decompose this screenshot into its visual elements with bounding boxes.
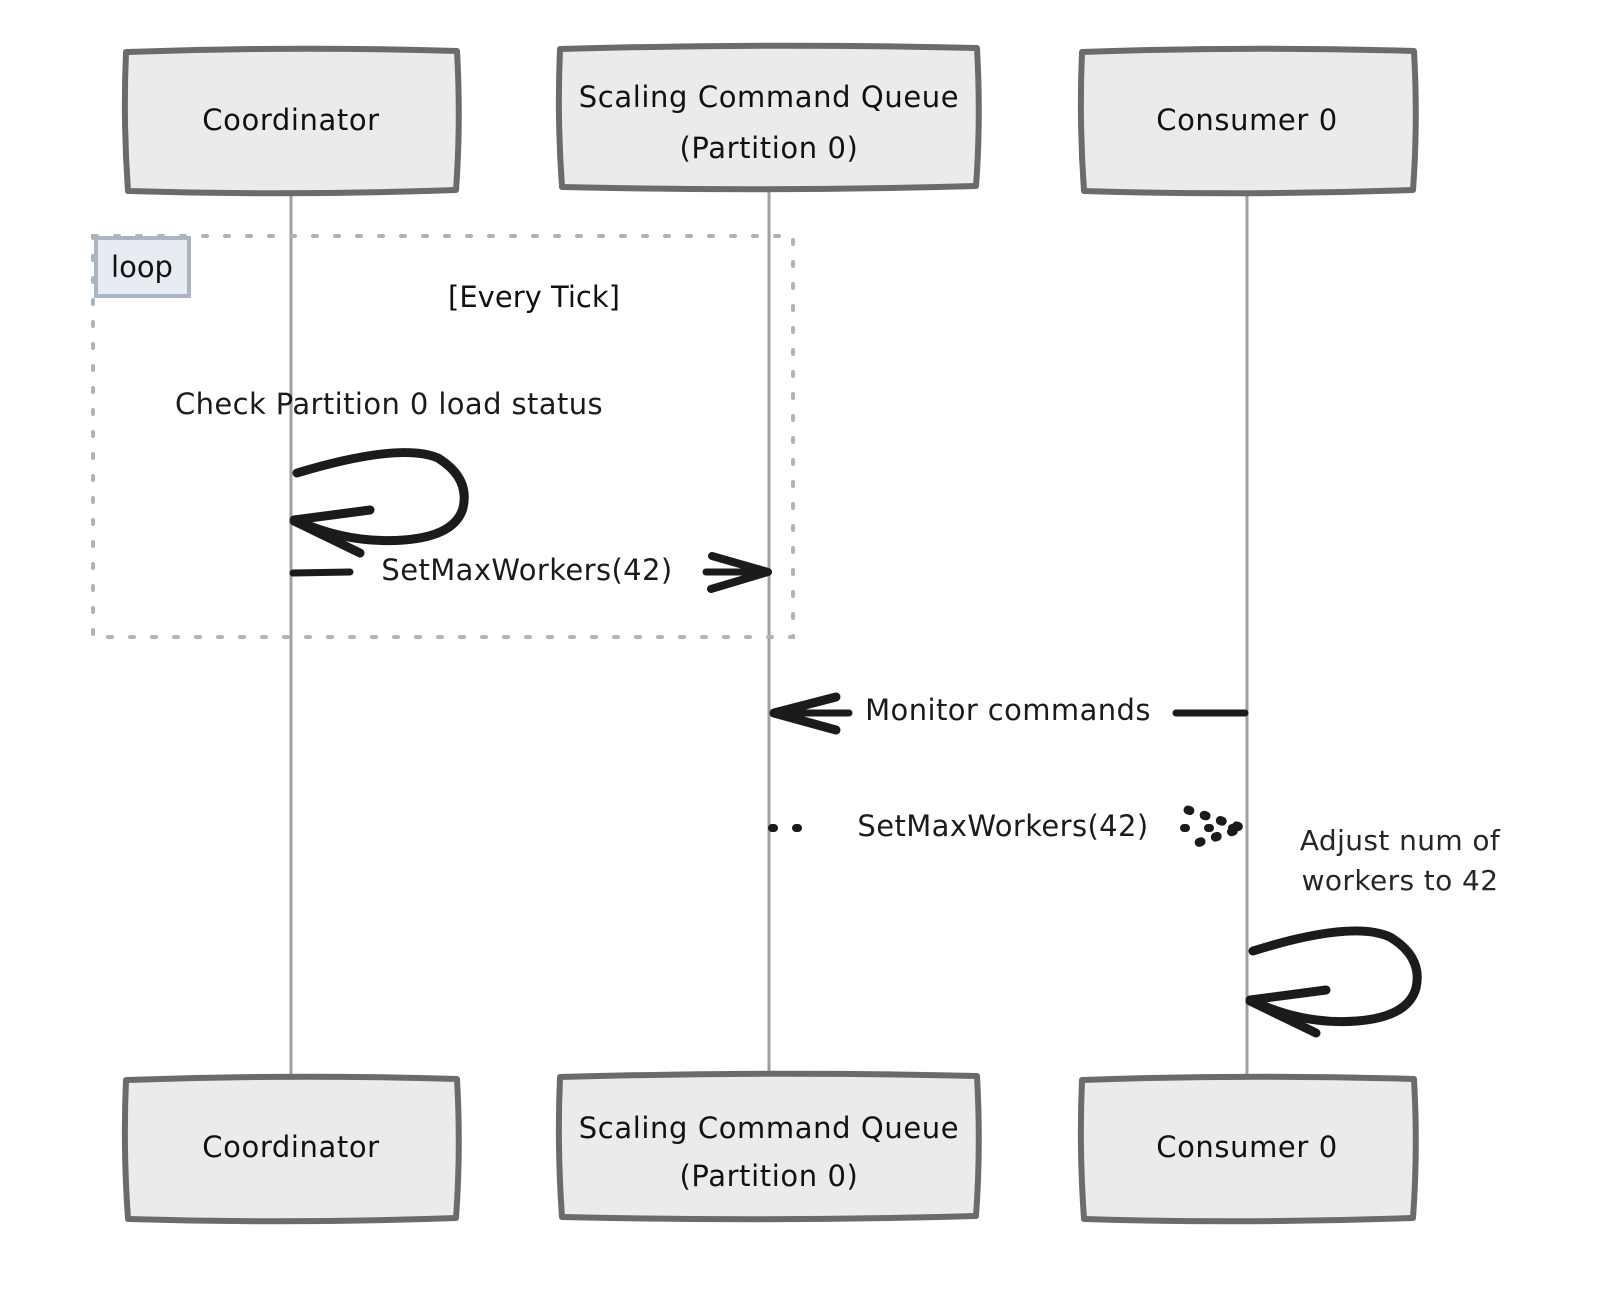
message-line-setmaxworkers-to-queue-left	[289, 568, 354, 577]
participant-label-coordinator-bottom: Coordinator	[202, 1130, 379, 1164]
participant-box-coordinator-bottom[interactable]: Coordinator	[121, 1073, 462, 1225]
self-loop-arc-coordinator	[292, 448, 469, 546]
loop-fragment-label-box	[94, 236, 191, 298]
self-loop-arrowhead-coordinator	[289, 505, 375, 558]
self-loop-arc-consumer	[1248, 926, 1422, 1027]
participant-box-coordinator-top-shape	[121, 45, 462, 197]
participant-box-coordinator-bottom-shape	[121, 1073, 462, 1225]
participant-box-consumer-top-shape	[1077, 45, 1419, 197]
loop-fragment-border	[91, 234, 795, 639]
participant-label-queue-top-line1: Scaling Command Queue	[579, 80, 959, 114]
message-check-partition-load-status[interactable]: Check Partition 0 load status	[175, 387, 603, 558]
participant-box-queue-bottom-shape	[555, 1070, 982, 1223]
participant-box-consumer-bottom-shape	[1077, 1073, 1419, 1225]
participant-box-queue-bottom[interactable]: Scaling Command Queue (Partition 0)	[555, 1070, 982, 1223]
message-label-monitor-commands: Monitor commands	[865, 693, 1151, 727]
message-monitor-commands[interactable]: Monitor commands	[769, 692, 1249, 735]
participant-box-queue-top-shape	[555, 42, 982, 193]
message-label-setmaxworkers-to-consumer: SetMaxWorkers(42)	[857, 809, 1148, 843]
loop-fragment-condition: [Every Tick]	[448, 280, 620, 314]
participant-box-consumer-top[interactable]: Consumer 0	[1077, 45, 1419, 197]
participant-box-queue-top[interactable]: Scaling Command Queue (Partition 0)	[555, 42, 982, 193]
message-arrowhead-monitor-commands	[769, 692, 841, 735]
participant-label-queue-bottom-line1: Scaling Command Queue	[579, 1111, 959, 1145]
loop-fragment: loop [Every Tick]	[91, 234, 795, 639]
participant-box-coordinator-top[interactable]: Coordinator	[121, 45, 462, 197]
participant-boxes-top: Coordinator Scaling Command Queue (Parti…	[121, 42, 1419, 197]
message-setmaxworkers-to-consumer[interactable]: SetMaxWorkers(42)	[768, 805, 1248, 851]
message-label-adjust-num-workers-line1: Adjust num of	[1300, 824, 1501, 857]
message-arrowhead-setmaxworkers-to-consumer	[1183, 805, 1248, 851]
message-label-adjust-num-workers-line2: workers to 42	[1302, 864, 1499, 897]
participant-label-consumer-bottom: Consumer 0	[1156, 1130, 1338, 1164]
self-loop-arrowhead-consumer	[1245, 985, 1331, 1038]
participant-label-queue-bottom-line2: (Partition 0)	[680, 1159, 859, 1193]
message-setmaxworkers-to-queue[interactable]: SetMaxWorkers(42)	[289, 552, 772, 593]
participant-label-queue-top-line2: (Partition 0)	[680, 131, 859, 165]
message-adjust-num-workers[interactable]: Adjust num of workers to 42	[1245, 824, 1501, 1038]
participant-box-consumer-bottom[interactable]: Consumer 0	[1077, 1073, 1419, 1225]
participant-label-consumer-top: Consumer 0	[1156, 103, 1338, 137]
participant-label-coordinator-top: Coordinator	[202, 103, 379, 137]
loop-fragment-keyword: loop	[111, 250, 173, 284]
lifelines	[289, 182, 1249, 1076]
message-label-setmaxworkers-to-queue: SetMaxWorkers(42)	[381, 553, 672, 587]
message-label-check-partition-load-status: Check Partition 0 load status	[175, 387, 603, 421]
message-arrowhead-setmaxworkers-to-queue	[707, 552, 772, 593]
participant-boxes-bottom: Coordinator Scaling Command Queue (Parti…	[121, 1070, 1419, 1225]
